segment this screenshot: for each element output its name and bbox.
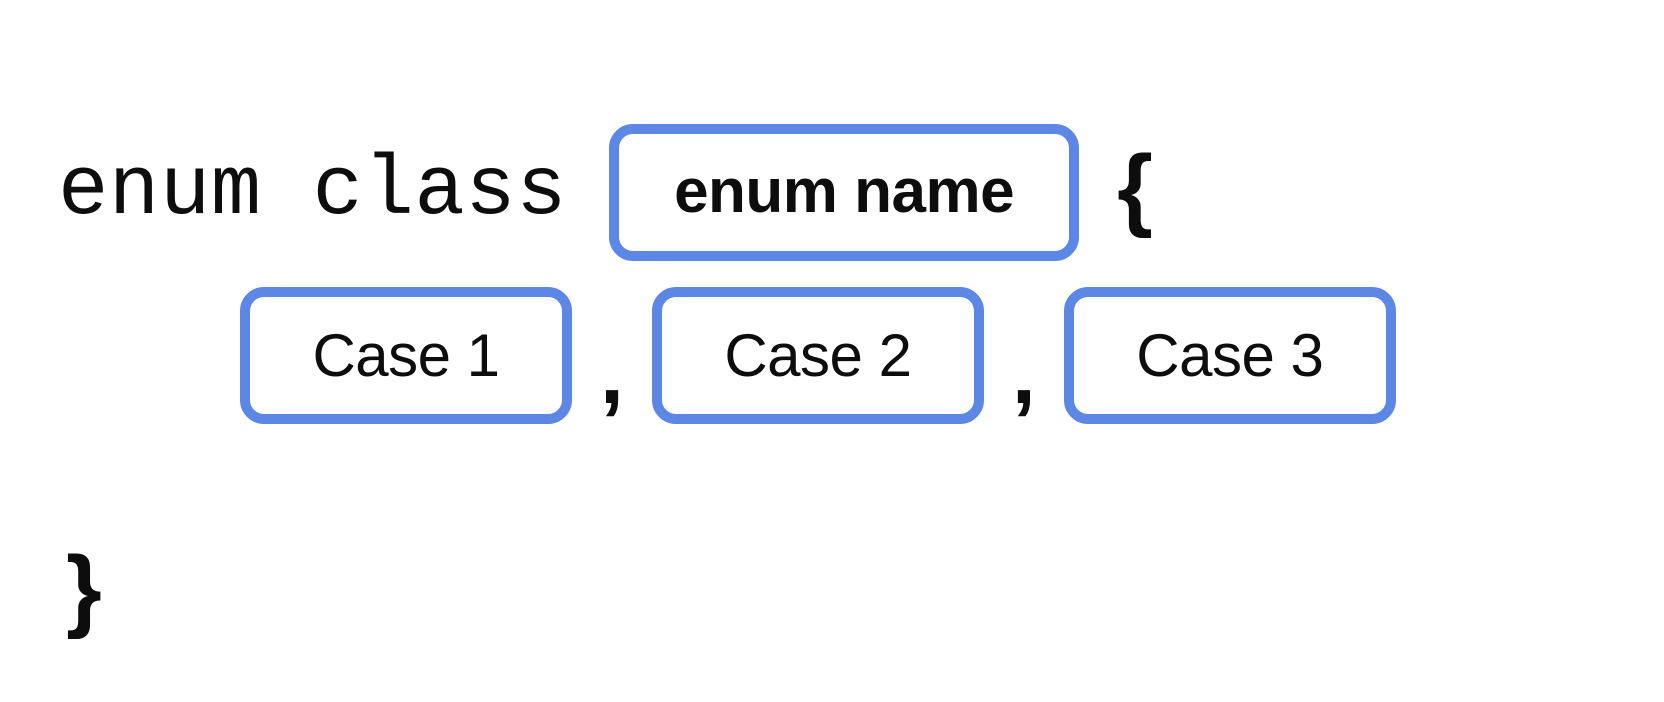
- open-brace: {: [1117, 137, 1153, 239]
- comma-separator-2: ,: [1011, 325, 1036, 422]
- enum-class-keyword: enum class: [58, 144, 568, 239]
- case-slot-3[interactable]: Case 3: [1063, 287, 1396, 424]
- comma-separator-1: ,: [600, 325, 624, 422]
- case-label-2: Case 2: [724, 321, 912, 389]
- cases-line: Case 1 , Case 2 , Case 3: [240, 287, 1396, 424]
- case-label-1: Case 1: [312, 321, 500, 389]
- enum-name-label: enum name: [674, 157, 1015, 226]
- case-slot-2[interactable]: Case 2: [651, 287, 984, 424]
- case-label-3: Case 3: [1136, 321, 1324, 389]
- close-brace: }: [66, 538, 102, 640]
- declaration-line: enum class enum name {: [58, 118, 1153, 266]
- enum-name-slot[interactable]: enum name: [609, 123, 1080, 261]
- case-slot-1[interactable]: Case 1: [240, 287, 572, 424]
